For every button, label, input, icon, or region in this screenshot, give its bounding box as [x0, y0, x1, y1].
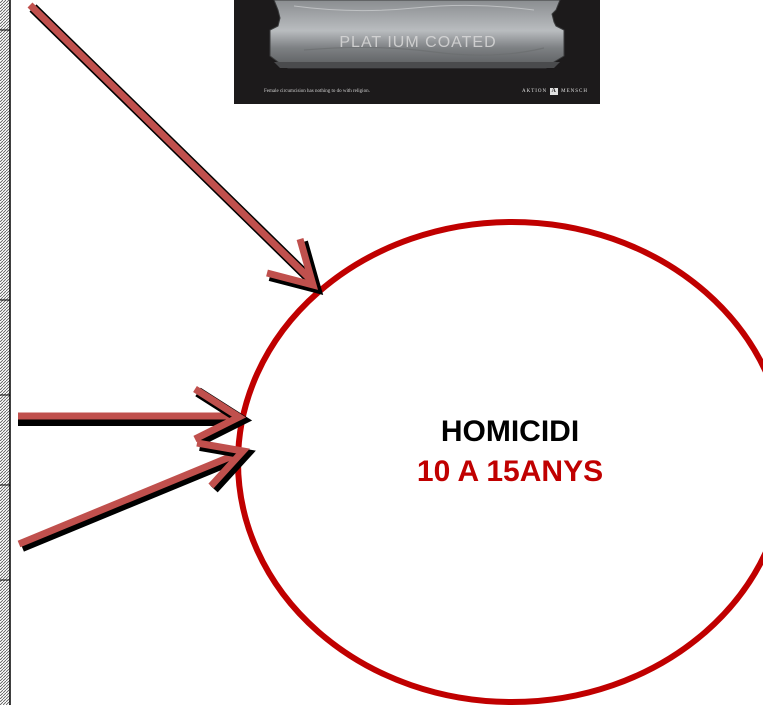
- circle-label: HOMICIDI 10 A 15ANYS: [360, 412, 660, 492]
- left-edge-strip: [0, 0, 10, 705]
- blade-caption: PLAT IUM COATED: [298, 34, 538, 52]
- poster-tagline: Female circumcision has nothing to do wi…: [264, 89, 370, 94]
- brand-left: AKTION: [522, 89, 547, 94]
- poster-brand: AKTION A MENSCH: [522, 88, 588, 95]
- arrow-icon-horizontal: [18, 389, 242, 442]
- brand-right: MENSCH: [561, 89, 588, 94]
- arrow-icon-rising: [19, 443, 246, 547]
- razor-blade-image: PLAT IUM COATED Female circumcision has …: [234, 0, 600, 104]
- brand-logo-icon: A: [550, 88, 558, 95]
- circle-subtitle: 10 A 15ANYS: [360, 452, 660, 492]
- circle-title: HOMICIDI: [360, 412, 660, 452]
